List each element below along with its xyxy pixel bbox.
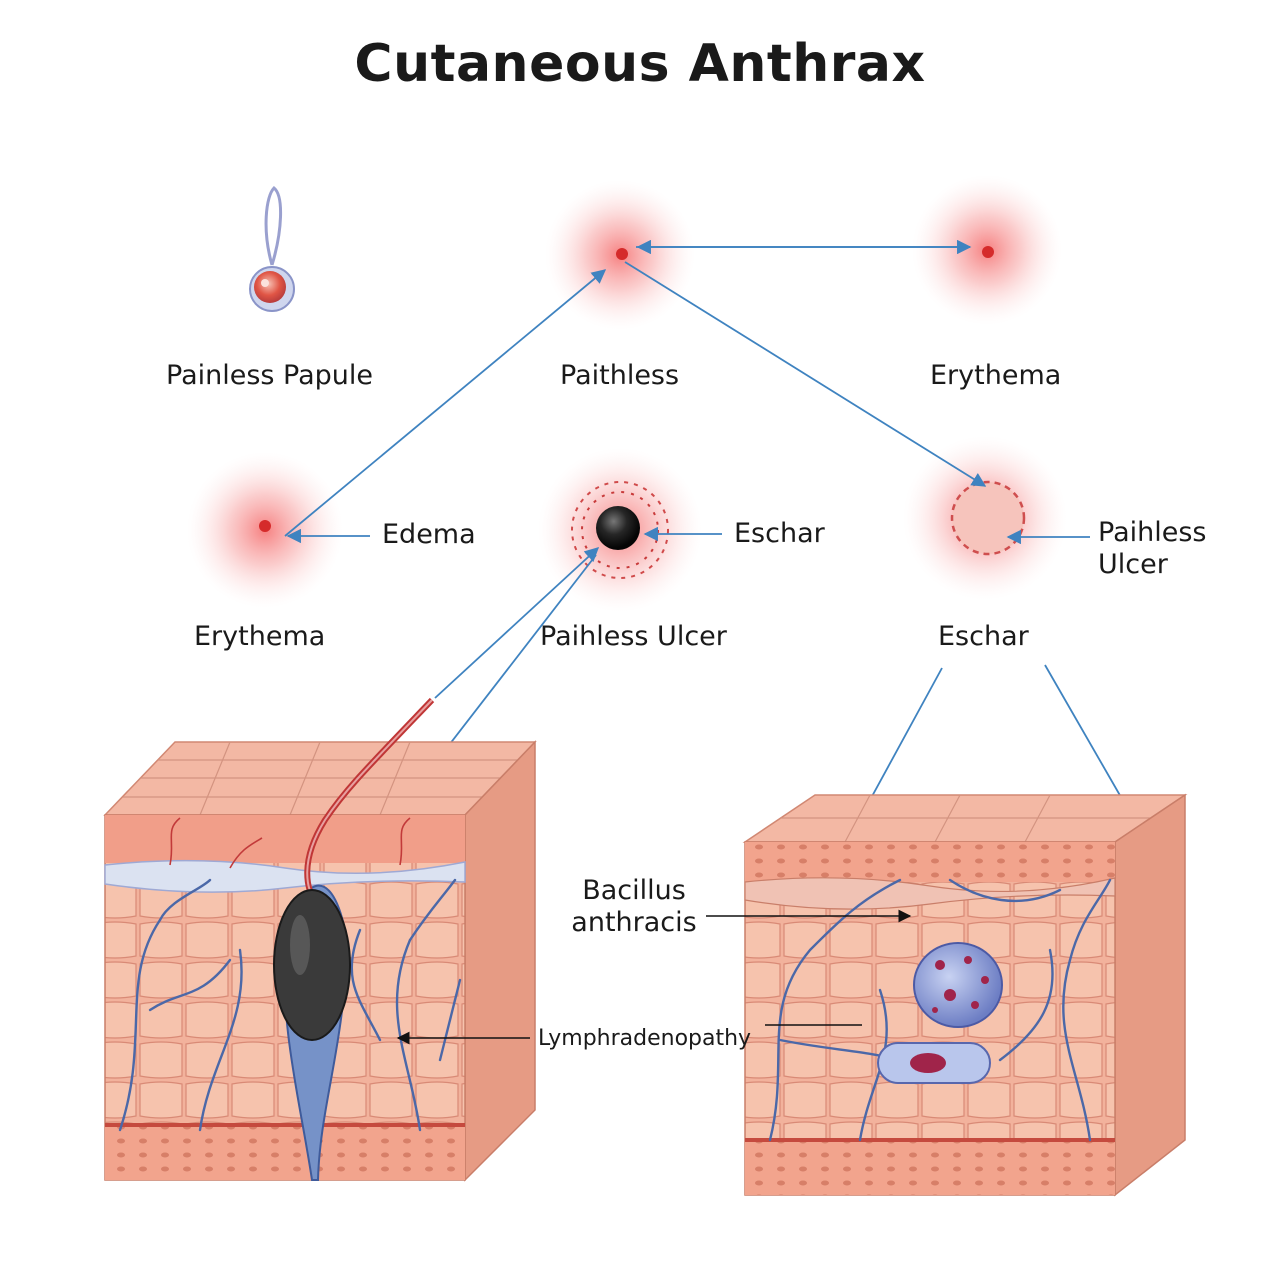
arrow-eschar-to-skin-right-b [1044,664,1134,820]
label-edema: Edema [382,519,476,550]
lesion-paithless [545,180,695,330]
skin-block-right [706,793,1188,1197]
lesion-edema [187,452,343,608]
painless-papule-lesion [249,185,295,312]
flow-arrows [284,239,1134,824]
label-erythema-left: Erythema [194,621,326,652]
label-paihless-ulcer-mid: Paihless Ulcer [540,621,727,652]
arrow-paithless-to-ulcer [624,261,987,487]
label-eschar-right: Eschar [938,621,1029,652]
lesion-eschar-center [538,448,702,612]
lesion-erythema-top [912,175,1062,325]
arrow-follicle-to-eschar [434,547,600,699]
arrow-edema-to-paithless [284,269,607,537]
skin-block-left [103,697,537,1182]
lesion-paihless-ulcer [903,436,1067,600]
diagram-title: Cutaneous Anthrax [354,34,926,94]
label-paihless-ulcer-right: Paihless Ulcer [1098,517,1207,580]
label-painless-papule: Painless Papule [166,360,374,391]
label-eschar-mid: Eschar [734,518,825,549]
label-paithless: Paithless [560,360,680,391]
label-erythema-top: Erythema [930,360,1062,391]
label-lymphradenopathy: Lymphradenopathy [538,1026,752,1051]
label-bacillus-anthracis: Bacillus anthracis [571,875,697,938]
